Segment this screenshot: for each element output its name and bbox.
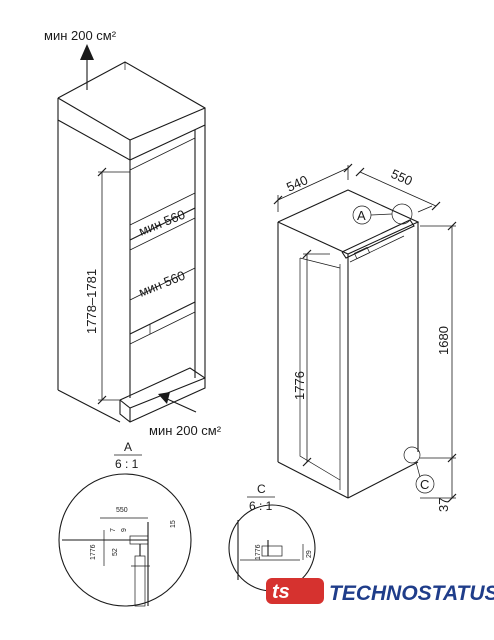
detail-a-title: A — [124, 440, 132, 454]
fridge-depth-label: 540 — [284, 172, 310, 195]
cabinet-width-lower-label: мин 560 — [137, 268, 188, 300]
brand-logo-mark — [266, 578, 324, 604]
fridge-drawing: 540 550 A 1776 1680 37 C — [273, 163, 457, 512]
fridge-bottom-offset-label: 37 — [436, 498, 451, 512]
detail-a-1776: 1776 — [90, 544, 97, 560]
detail-c-title: C — [257, 482, 266, 496]
detail-a-scale: 6 : 1 — [115, 457, 139, 471]
detail-a-52: 52 — [112, 548, 119, 556]
bottom-vent-label: мин 200 см² — [149, 423, 222, 438]
detail-c-29: 29 — [306, 550, 313, 558]
brand-name: TECHNOSTATUS — [329, 582, 494, 605]
cabinet-height-label: 1778–1781 — [84, 269, 99, 334]
detail-a-9: 9 — [121, 528, 128, 532]
detail-a-7: 7 — [110, 528, 117, 532]
detail-c-1776: 1776 — [255, 544, 262, 560]
detail-a-15: 15 — [170, 520, 177, 528]
detail-c: C 6 : 1 1776 29 — [228, 482, 316, 592]
brand-logo: ts TECHNOSTATUS — [266, 578, 494, 605]
cabinet-drawing: мин 200 см² 1778–1781 — [44, 28, 222, 438]
fridge-marker-c: C — [420, 477, 429, 492]
brand-logo-glyph: ts — [272, 581, 290, 603]
fridge-marker-a: A — [357, 208, 366, 223]
detail-a-circle — [58, 473, 192, 607]
detail-a: A 6 : 1 550 7 9 15 52 1776 — [58, 440, 192, 607]
fridge-width-label: 550 — [389, 166, 415, 189]
fridge-hinge-height-label: 1680 — [436, 326, 451, 355]
fridge-height-label: 1776 — [292, 371, 307, 400]
top-vent-label: мин 200 см² — [44, 28, 117, 43]
top-vent-arrowhead — [80, 44, 94, 60]
detail-a-550: 550 — [116, 507, 128, 514]
